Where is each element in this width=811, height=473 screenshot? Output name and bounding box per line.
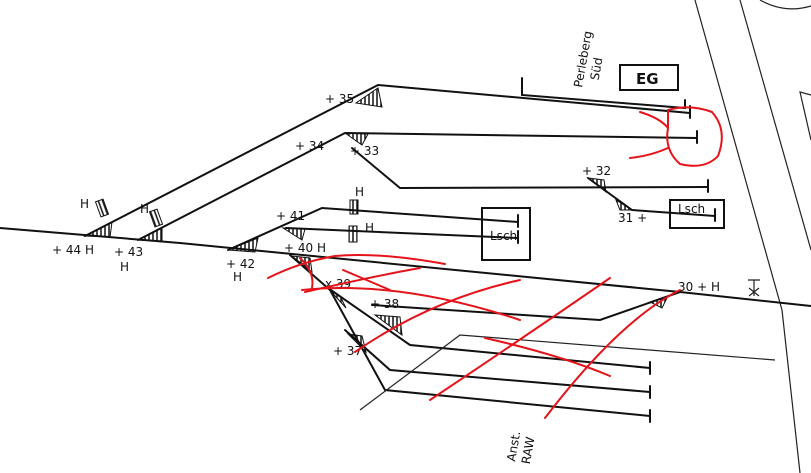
svg-text:H: H xyxy=(233,270,242,284)
svg-text:H: H xyxy=(140,202,149,216)
shed-label: Lsch xyxy=(678,202,705,216)
shed-box xyxy=(481,207,531,261)
svg-text:+ 34: + 34 xyxy=(295,139,324,153)
red-markup xyxy=(267,106,723,419)
siding-raw xyxy=(359,334,776,411)
svg-text:+ 40 H: + 40 H xyxy=(284,241,326,255)
svg-text:+ 42: + 42 xyxy=(226,257,255,271)
track-41 xyxy=(227,206,519,251)
svg-text:H: H xyxy=(80,197,89,211)
svg-text:+ 33: + 33 xyxy=(350,144,379,158)
boundary-lines xyxy=(694,0,811,473)
svg-text:Anst.: Anst. xyxy=(504,430,523,463)
siding-label: Anst. RAW xyxy=(504,430,538,465)
track-37 xyxy=(344,329,651,393)
svg-text:+ 37: + 37 xyxy=(333,344,362,358)
switch-hatches xyxy=(83,87,669,354)
building-label: EG xyxy=(636,70,659,88)
switch-labels: + 35 + 34 + 33 + 32 31 + + 41 + 40 H + 4… xyxy=(52,92,720,358)
building-box xyxy=(619,64,679,91)
svg-text:+ 38: + 38 xyxy=(370,297,399,311)
svg-text:H: H xyxy=(120,260,129,274)
shed-box xyxy=(669,199,725,229)
svg-text:31 +: 31 + xyxy=(618,211,647,225)
signal-icons xyxy=(94,198,359,243)
svg-text:+ 41: + 41 xyxy=(276,209,305,223)
track-35 xyxy=(84,83,691,237)
shed-label: Lsch xyxy=(490,229,517,243)
svg-text:Süd: Süd xyxy=(588,56,606,81)
svg-text:RAW: RAW xyxy=(519,436,538,465)
svg-text:+ 32: + 32 xyxy=(582,164,611,178)
platform xyxy=(521,77,686,110)
tracks xyxy=(0,83,811,423)
svg-text:+ 44 H: + 44 H xyxy=(52,243,94,257)
svg-text:H: H xyxy=(355,185,364,199)
svg-text:30 + H: 30 + H xyxy=(678,280,720,294)
svg-text:+ 35: + 35 xyxy=(325,92,354,106)
station-name: Perleberg Süd xyxy=(571,30,606,89)
svg-text:+ 43: + 43 xyxy=(114,245,143,259)
red-circle xyxy=(666,106,723,167)
svg-text:H: H xyxy=(365,221,374,235)
